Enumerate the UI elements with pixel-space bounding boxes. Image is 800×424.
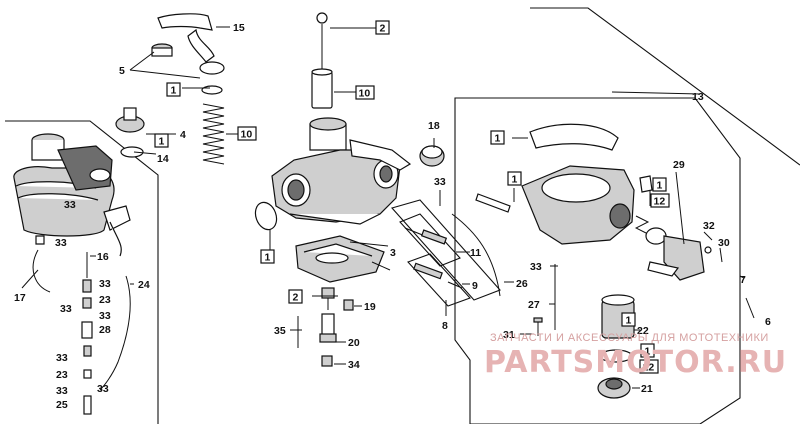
drain-tube [32,249,51,293]
callout-box-1g [621,312,636,327]
callout-box-12a [650,193,670,208]
callout-1f: 1 [265,252,271,264]
jet-kit-parts [371,227,463,289]
callout-3: 3 [390,247,396,259]
callout-34: 34 [348,359,360,371]
callout-14: 14 [157,153,169,165]
callout-18: 18 [428,120,440,132]
callout-15: 15 [233,22,245,34]
callout-33-left-d: 33 [60,303,72,315]
frame-float-chamber-group [530,7,800,166]
callout-21: 21 [641,383,653,395]
throttle-slide-parts [311,12,333,109]
frame-jet-kit [391,199,501,301]
callout-box-1a [166,82,181,97]
insulator-plate [295,235,385,283]
fuel-filter-parts [597,294,635,399]
callout-25: 25 [56,399,68,411]
callout-12a: 12 [654,196,666,208]
callout-23-b: 23 [56,369,68,381]
callout-33-center: 33 [434,176,446,188]
float-chamber-parts [475,123,723,281]
callout-28: 28 [99,324,111,336]
callout-box-1h [640,343,655,358]
callout-1h: 1 [645,346,651,358]
callout-8: 8 [442,320,448,332]
callout-box-12b [639,359,659,374]
callout-33-left-b: 33 [55,237,67,249]
fuel-valve-parts [115,13,225,165]
watermark-logo: PARTSMOTOR.RU [484,345,787,380]
callout-32: 32 [703,220,715,232]
callout-5: 5 [119,65,125,77]
air-cleaner-housing [13,133,131,257]
callout-29: 29 [673,159,685,171]
callout-2b: 2 [293,292,299,304]
callout-13: 13 [692,91,704,103]
vent-tube [451,213,501,297]
callout-box-10b [355,85,375,100]
watermark-tagline: ЗАПЧАСТИ И АКСЕССУАРЫ ДЛЯ МОТОТЕХНИКИ [490,332,769,344]
callout-19: 19 [364,301,376,313]
callout-box-1c [490,130,505,145]
callout-6: 6 [765,316,771,328]
callout-1c: 1 [495,133,501,145]
frame-needle-kit-inner [407,253,471,307]
callout-20: 20 [348,337,360,349]
callout-33-right: 33 [530,261,542,273]
callout-9: 9 [472,280,478,292]
callout-box-2b [288,289,303,304]
callout-35: 35 [274,325,286,337]
callout-33-left-h: 33 [56,385,68,397]
callout-27: 27 [528,299,540,311]
callout-33-left-f: 33 [56,352,68,364]
callout-16: 16 [97,251,109,263]
callout-11: 11 [470,247,481,259]
callout-1b: 1 [159,136,165,148]
callout-box-2a [375,20,390,35]
callout-1g: 1 [626,315,632,327]
callout-33-left-a: 33 [64,199,76,211]
callout-33-left-e: 33 [99,310,111,322]
frame-jet-kit-inner [399,213,461,267]
boxed-callouts: 1 1 10 2 10 1 1 1 12 1 2 1 1 12 [154,20,670,374]
callout-7: 7 [740,274,746,286]
o-ring-seal [254,201,278,231]
leader-lines [21,26,755,389]
overflow-tube [99,275,131,391]
callout-12b: 12 [643,362,655,374]
callout-23-a: 23 [99,294,111,306]
callout-box-1b [154,133,169,148]
callout-10a: 10 [241,129,253,141]
callout-22: 22 [637,325,649,337]
callout-box-1d [507,171,522,186]
callout-30: 30 [718,237,730,249]
callout-2a: 2 [380,23,386,35]
cap-18-part [419,145,445,167]
callout-24: 24 [138,279,150,291]
lower-jets-and-screws [297,264,556,367]
callout-box-10a [237,126,257,141]
callout-33-left-c: 33 [99,278,111,290]
callout-33-left-g: 33 [97,383,109,395]
callout-10b: 10 [359,88,371,100]
callout-box-1f [260,249,275,264]
frame-float-bowl [454,97,741,424]
watermark: ЗАПЧАСТИ И АКСЕССУАРЫ ДЛЯ МОТОТЕХНИКИ PA… [484,332,787,380]
callout-1e: 1 [657,180,663,192]
callout-17: 17 [14,292,26,304]
callout-1d: 1 [512,174,518,186]
callout-1a: 1 [171,85,177,97]
callout-26: 26 [516,278,528,290]
plain-callouts: 15 5 4 14 18 33 13 29 32 30 7 6 3 11 9 8… [14,22,771,411]
fittings-column [81,252,93,415]
callout-box-1e [652,177,667,192]
carburetor-body [271,117,412,225]
callout-31: 31 [503,329,515,341]
callout-4: 4 [180,129,186,141]
